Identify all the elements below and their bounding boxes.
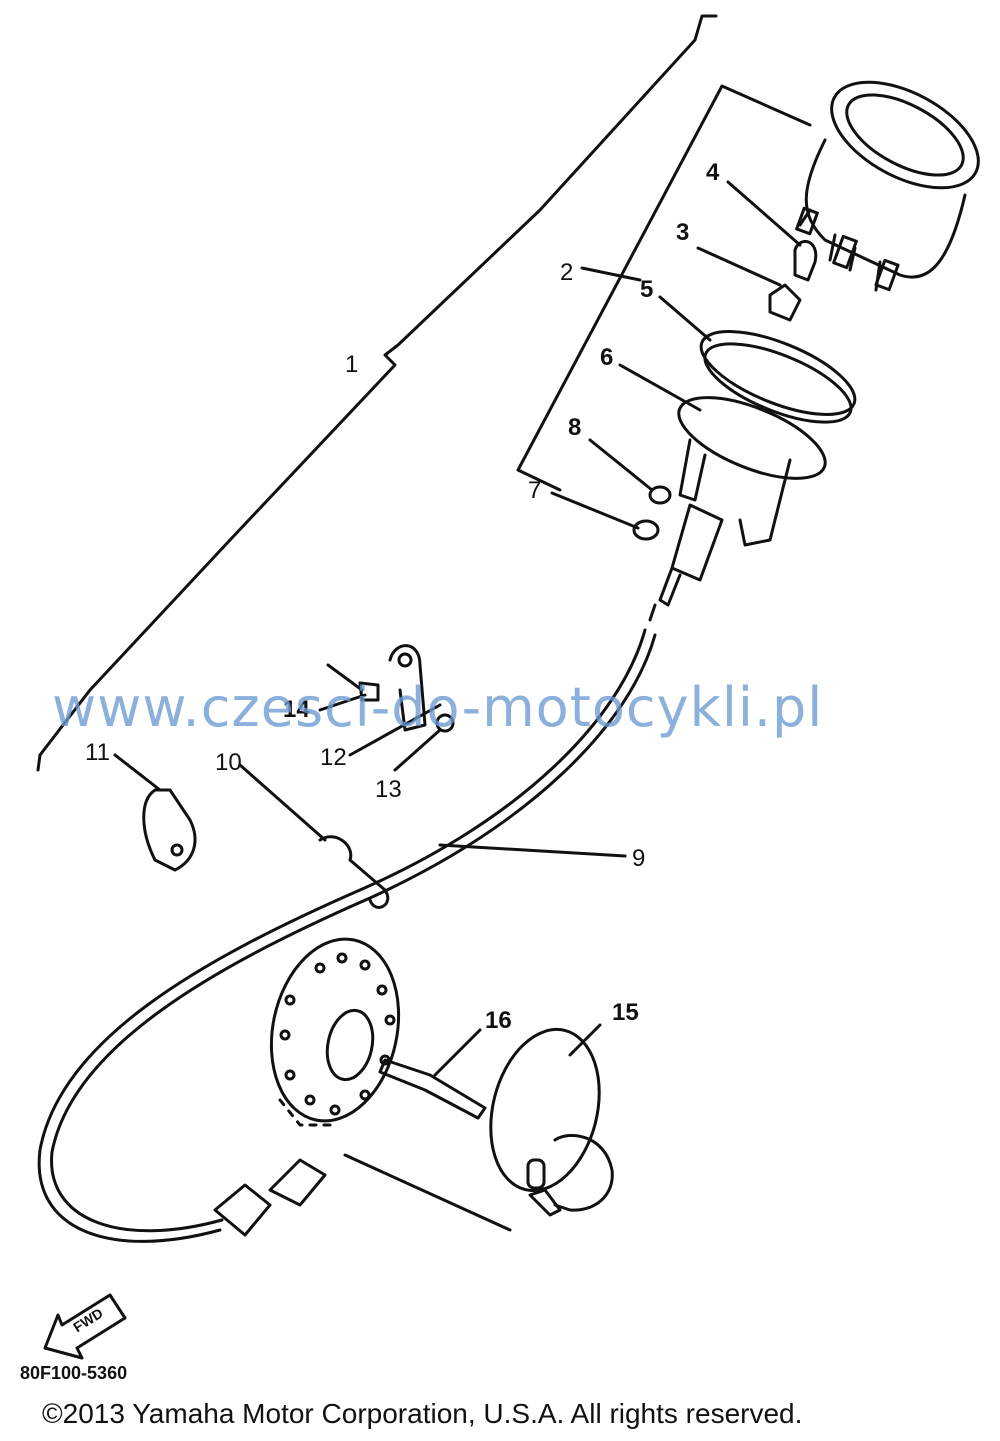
gauge-bracket-ring	[677, 396, 827, 480]
watermark: www.czesci-do-motocykli.pl	[52, 676, 824, 739]
copyright: ©2013 Yamaha Motor Corporation, U.S.A. A…	[42, 1398, 803, 1429]
callout-6: 6	[600, 344, 613, 371]
callout-15: 15	[612, 999, 639, 1026]
callout-12: 12	[320, 744, 347, 771]
speedometer-gauge	[795, 80, 980, 292]
sub-bracket	[516, 84, 812, 492]
drive-shaft	[378, 1058, 487, 1120]
cable-lower-fitting	[213, 1158, 327, 1237]
callout-10: 10	[215, 749, 242, 776]
callout-1: 1	[345, 351, 358, 378]
callout-5: 5	[640, 276, 653, 303]
bolt	[326, 663, 380, 702]
callout-2: 2	[560, 259, 573, 286]
callout-3: 3	[676, 219, 689, 246]
callout-16: 16	[485, 1007, 512, 1034]
callout-7: 7	[528, 477, 541, 504]
cable-holder	[142, 788, 197, 872]
gauge-ring	[699, 330, 857, 416]
callout-14: 14	[283, 696, 310, 723]
callout-9: 9	[632, 845, 645, 872]
callout-11: 11	[85, 739, 110, 766]
callout-8: 8	[568, 414, 581, 441]
callout-labels: 1 2 3 4 5 6 7 8 9 10 11 12 13 14 15 16	[85, 159, 720, 1034]
disc-holes	[279, 952, 396, 1116]
bulb	[793, 239, 818, 282]
assembly-bracket	[36, 14, 718, 772]
fwd-arrow	[43, 1293, 127, 1360]
nut	[435, 713, 455, 733]
cable-upper-fitting	[648, 503, 724, 622]
speedometer-gear-unit	[489, 1027, 601, 1193]
callout-13: 13	[375, 776, 402, 803]
speedometer-cable	[37, 628, 647, 1243]
grommet-7	[632, 519, 660, 541]
callout-4: 4	[706, 159, 720, 186]
brake-disc	[269, 937, 401, 1123]
part-code: 80F100-5360	[20, 1363, 128, 1383]
grommet-8	[648, 485, 672, 505]
cable-clamp	[318, 835, 390, 909]
bulb-socket	[768, 283, 802, 322]
gauge-bracket	[678, 438, 792, 547]
clamp-bracket	[388, 644, 427, 732]
